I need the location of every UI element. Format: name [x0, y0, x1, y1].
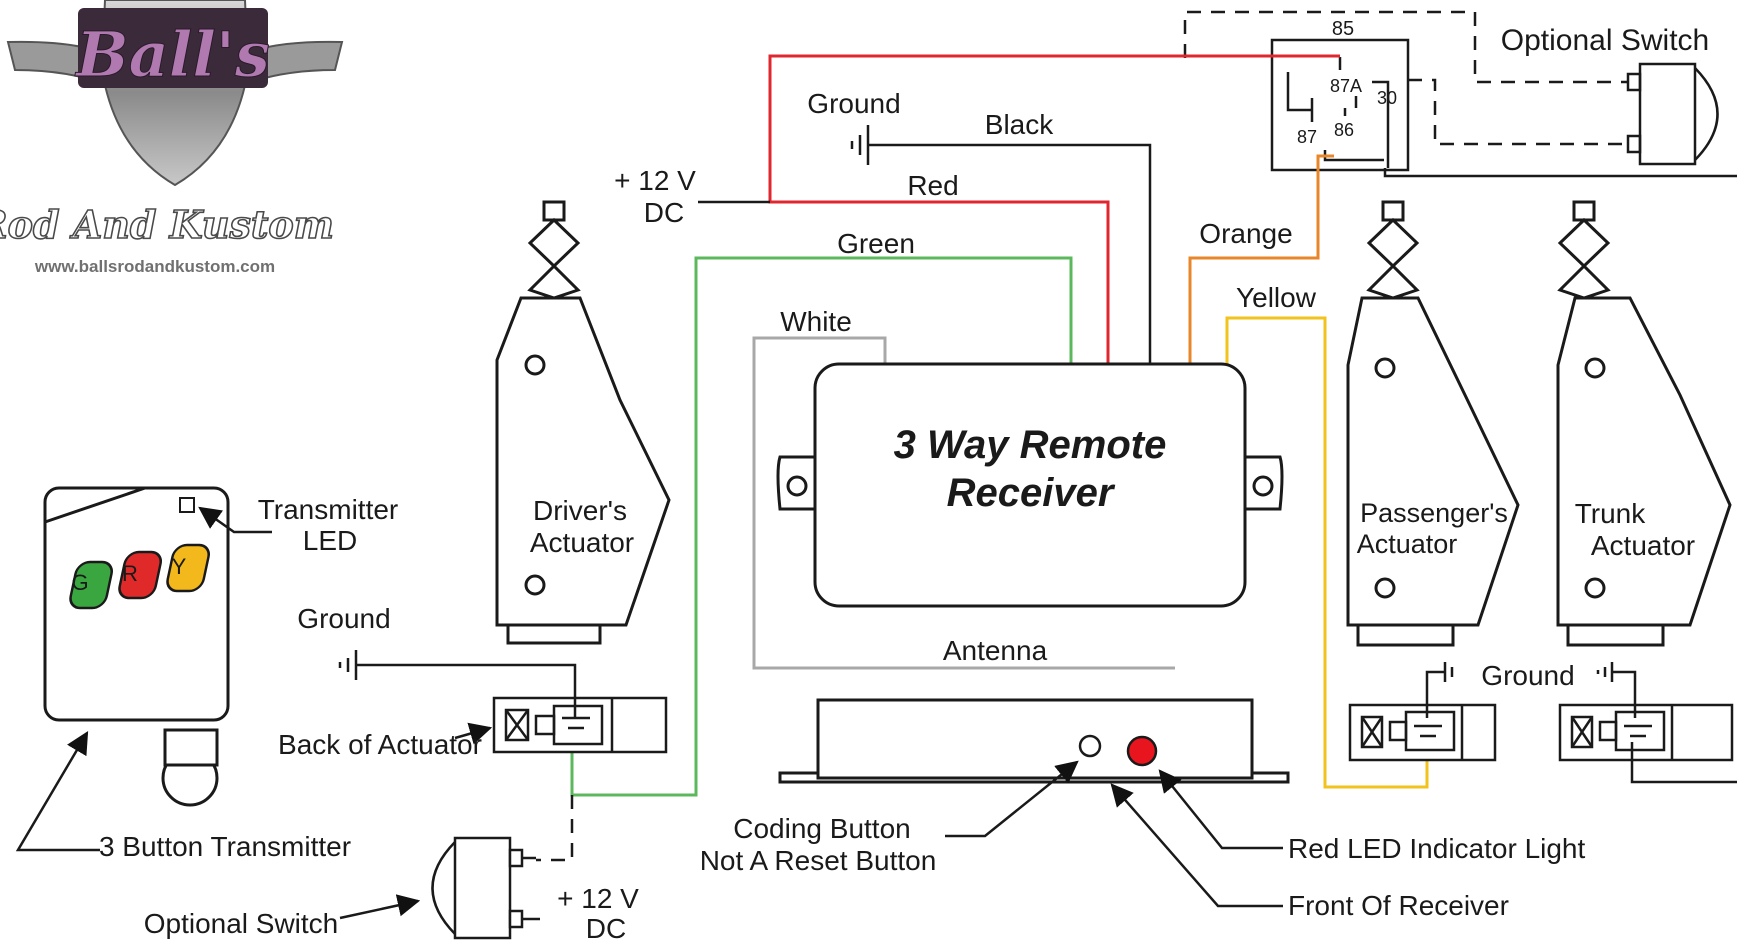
driver-actuator-line2: Actuator [530, 527, 634, 558]
receiver-title-line2: Receiver [947, 471, 1116, 515]
transmitter-led-line2: LED [303, 525, 357, 556]
ground-symbol-top [850, 125, 870, 165]
relay-body [1270, 38, 1410, 172]
black-wire [868, 143, 1152, 364]
receiver-title-line1: 3 Way Remote [894, 423, 1167, 467]
passenger-back-connector [1348, 703, 1497, 762]
optional-switch-top-label: Optional Switch [1501, 24, 1709, 57]
green-wire [570, 256, 1073, 797]
orange-label: Orange [1199, 218, 1292, 249]
right-ground-label: Ground [1481, 660, 1574, 691]
plus12-top-line2: DC [644, 197, 684, 228]
optional-switch-top [1626, 62, 1719, 166]
passenger-actuator-line1: Passenger's [1360, 498, 1508, 528]
transmitter-buttons [68, 543, 211, 610]
red-label: Red [907, 170, 958, 201]
red-led-label: Red LED Indicator Light [1288, 833, 1586, 864]
ground-top-label: Ground [807, 88, 900, 119]
button-y[interactable] [165, 543, 211, 593]
receiver-box [813, 362, 1247, 608]
button-r[interactable] [117, 550, 163, 600]
relay-pin-87: 87 [1297, 127, 1317, 147]
back-of-actuator-label: Back of Actuator [278, 729, 482, 760]
driver-back-connector [492, 696, 668, 754]
trunk-actuator-line2: Actuator [1591, 530, 1695, 561]
plus12-top-line1: + 12 V [614, 165, 696, 196]
relay [1270, 38, 1410, 172]
red-led-indicator-icon [1126, 735, 1158, 767]
antenna-label: Antenna [943, 635, 1048, 666]
button-g[interactable] [68, 560, 114, 610]
right-ground-wires [1425, 662, 1737, 784]
logo-url: www.ballsrodandkustom.com [34, 257, 275, 276]
green-label: Green [837, 228, 915, 259]
button-y-label: Y [172, 554, 187, 579]
orange-wire [1188, 154, 1334, 364]
relay-output-wire [1383, 168, 1737, 178]
yellow-wire [1225, 316, 1429, 789]
passenger-actuator [1346, 200, 1520, 647]
driver-actuator [495, 200, 671, 645]
trunk-actuator [1556, 200, 1732, 647]
driver-switch-dash [536, 795, 574, 862]
logo-banner [78, 8, 268, 88]
yellow-label: Yellow [1236, 282, 1317, 313]
trunk-back-connector [1558, 703, 1734, 762]
transmitter-led-line1: Transmitter [258, 494, 399, 525]
trunk-actuator-line1: Trunk [1575, 498, 1647, 529]
relay-pin-86: 86 [1334, 120, 1354, 140]
black-label: Black [985, 109, 1054, 140]
relay-pin-30: 30 [1377, 88, 1397, 108]
plus12-bottom-line2: DC [586, 913, 626, 943]
optional-switch-bottom [431, 836, 540, 940]
button-g-label: G [71, 570, 88, 595]
button-r-label: R [122, 561, 138, 586]
relay-pin-85: 85 [1332, 18, 1354, 40]
logo-brand: Ball's [74, 18, 270, 91]
driver-ground-label: Ground [297, 603, 390, 634]
coding-button-line2: Not A Reset Button [700, 845, 937, 876]
transmitter-caption: 3 Button Transmitter [99, 831, 351, 862]
receiver [776, 362, 1284, 608]
driver-ground-wire [338, 650, 577, 718]
coding-button-icon[interactable] [1078, 734, 1102, 758]
coding-button-line1: Coding Button [733, 813, 910, 844]
relay-pin-87a: 87A [1330, 76, 1362, 96]
receiver-front [778, 698, 1290, 784]
front-of-receiver-label: Front Of Receiver [1288, 890, 1509, 921]
passenger-actuator-line2: Actuator [1357, 529, 1458, 559]
white-wire [752, 336, 1175, 670]
driver-actuator-line1: Driver's [533, 495, 627, 526]
relay-switch-wire [1183, 10, 1628, 146]
optional-switch-bottom-label: Optional Switch [144, 908, 339, 939]
white-label: White [780, 306, 852, 337]
logo: Ball's Rod And Kustom www.ballsrodandkus… [0, 0, 344, 276]
logo-tagline: Rod And Kustom [0, 202, 334, 247]
plus12-bottom-line1: + 12 V [557, 883, 639, 914]
